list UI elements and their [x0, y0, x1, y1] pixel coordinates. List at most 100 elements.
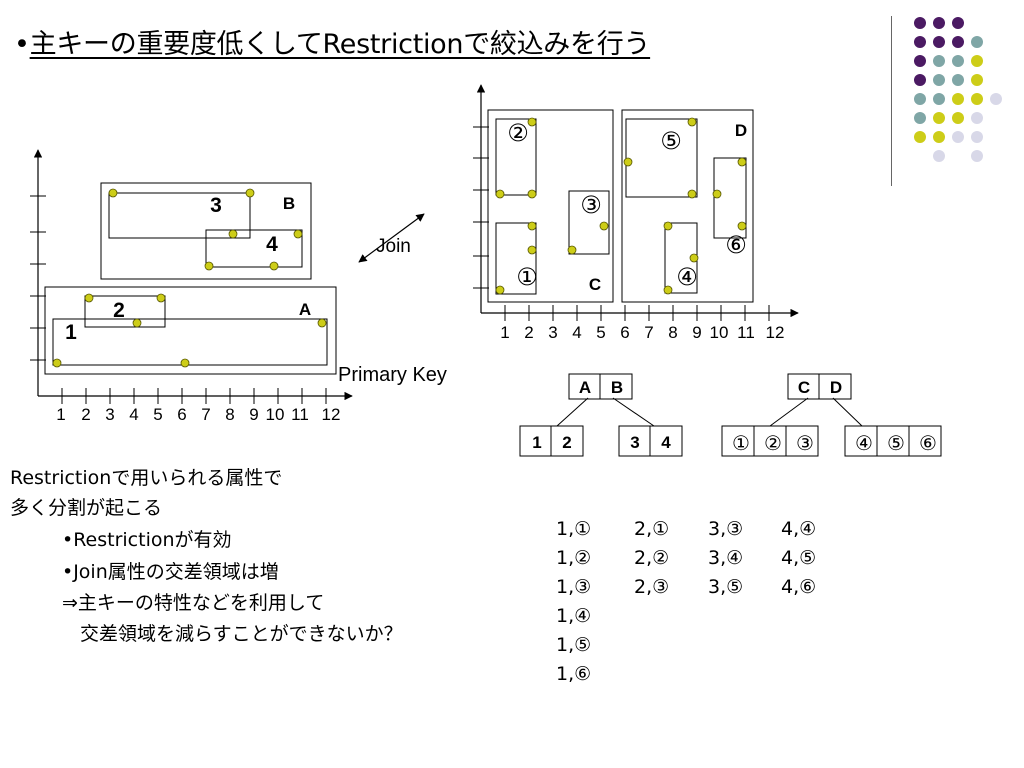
decor-dot [971, 93, 983, 105]
data-point [737, 157, 747, 167]
pair-item: 4,⑤ [781, 547, 817, 569]
right-x-tick: 7 [644, 323, 653, 342]
left-x-tick-labels: 1 2 3 4 5 6 7 8 9 10 11 12 [56, 405, 340, 424]
right-x-tick: 11 [737, 323, 755, 342]
decor-dot [952, 74, 964, 86]
pair-item: 2,① [634, 518, 670, 540]
decor-dot [952, 17, 964, 29]
tree-AB: A B 1 2 3 4 [519, 373, 683, 457]
data-point [527, 245, 537, 255]
decor-dot [914, 93, 926, 105]
tree-AB-root-B: B [611, 378, 623, 397]
decor-dot-grid [914, 17, 1002, 162]
data-point [108, 188, 118, 198]
pairs-col-2: 2,① 2,② 2,③ [634, 515, 669, 602]
right-x-tick: 6 [620, 323, 629, 342]
rect-c2 [495, 118, 537, 196]
box-B [100, 182, 312, 280]
decor-dot [914, 17, 926, 29]
decor-dot [914, 55, 926, 67]
tree-CD-leaf2-a: ④ [855, 433, 873, 455]
left-points [52, 188, 327, 368]
rect-c6 [713, 157, 747, 239]
pair-item: 3,⑤ [708, 576, 744, 598]
data-point [687, 189, 697, 199]
tree-CD-root-D: D [830, 378, 842, 397]
rect-3-label: 3 [210, 194, 222, 217]
right-x-tick: 10 [710, 323, 729, 342]
data-point [623, 157, 633, 167]
decor-dot [933, 36, 945, 48]
pair-item: 2,② [634, 547, 670, 569]
rect-c3 [568, 190, 610, 255]
pairs-col-4: 4,④ 4,⑤ 4,⑥ [781, 515, 816, 602]
decor-dot [933, 131, 945, 143]
decor-dot [933, 112, 945, 124]
rect-4-label: 4 [266, 233, 278, 256]
left-x-tick: 7 [201, 405, 210, 424]
left-x-tick: 12 [322, 405, 341, 424]
box-C-label: C [589, 275, 601, 294]
rect-c4-label: ④ [676, 264, 698, 291]
pairs-col-1: 1,① 1,② 1,③ 1,④ 1,⑤ 1,⑥ [556, 515, 591, 689]
decor-dot [952, 112, 964, 124]
left-x-tick: 5 [153, 405, 162, 424]
tree-AB-leaf1-b: 2 [562, 433, 571, 452]
left-x-tick: 3 [105, 405, 114, 424]
pair-item: 4,④ [781, 518, 817, 540]
left-x-tick: 10 [266, 405, 285, 424]
tree-CD-leaf2-c: ⑥ [919, 433, 937, 455]
decor-dot [952, 36, 964, 48]
pair-item: 1,⑥ [556, 663, 592, 685]
decor-dot [952, 131, 964, 143]
note-line: •Join属性の交差領域は増 [62, 561, 279, 583]
box-B-label: B [283, 194, 295, 213]
data-point [317, 318, 327, 328]
data-point [52, 358, 62, 368]
rect-2-label: 2 [113, 299, 125, 322]
join-label: Join [376, 236, 411, 257]
data-point [737, 221, 747, 231]
rect-c3-label: ③ [580, 192, 602, 219]
tree-AB-leaf2-a: 3 [630, 433, 639, 452]
decor-dot [971, 112, 983, 124]
tree-AB-leaf2-b: 4 [661, 433, 671, 452]
slide-title: •主キーの重要度低くしてRestrictionで絞込みを行う [14, 22, 650, 61]
rect-2 [84, 295, 166, 328]
box-D-label: D [735, 121, 747, 140]
data-point [84, 293, 94, 303]
left-x-tick: 9 [249, 405, 258, 424]
note-line: Restrictionで用いられる属性で [10, 467, 283, 489]
decor-dot [990, 93, 1002, 105]
rect-1-label: 1 [65, 321, 77, 344]
tree-CD-leaf1-a: ① [732, 433, 750, 455]
rect-c5-label: ⑤ [660, 128, 682, 155]
decor-dot [971, 131, 983, 143]
data-point [293, 229, 303, 239]
data-point [495, 285, 505, 295]
data-point [689, 253, 699, 263]
data-point [180, 358, 190, 368]
data-point [132, 318, 142, 328]
decor-dot [933, 93, 945, 105]
left-x-tick: 6 [177, 405, 186, 424]
decor-dot [971, 36, 983, 48]
note-line: 多く分割が起こる [10, 497, 163, 519]
divider-line [891, 16, 892, 186]
pair-item: 1,③ [556, 576, 592, 598]
rect-c2-label: ② [507, 120, 529, 147]
box-C [487, 109, 614, 303]
pair-item: 3,④ [708, 547, 744, 569]
right-chart: 1 2 3 4 5 6 7 8 9 10 11 12 C ② ① ③ D ⑤ ④… [473, 84, 799, 342]
pair-item: 1,④ [556, 605, 592, 627]
box-A [44, 286, 337, 375]
left-x-tick: 1 [56, 405, 65, 424]
join-arrow [358, 213, 425, 263]
left-x-tick: 4 [129, 405, 138, 424]
data-point [156, 293, 166, 303]
right-x-tick: 4 [572, 323, 581, 342]
decor-dot [914, 112, 926, 124]
decor-dot [933, 55, 945, 67]
left-chart: 1 2 3 4 5 6 7 8 9 10 11 12 Primary Key B… [30, 149, 447, 424]
